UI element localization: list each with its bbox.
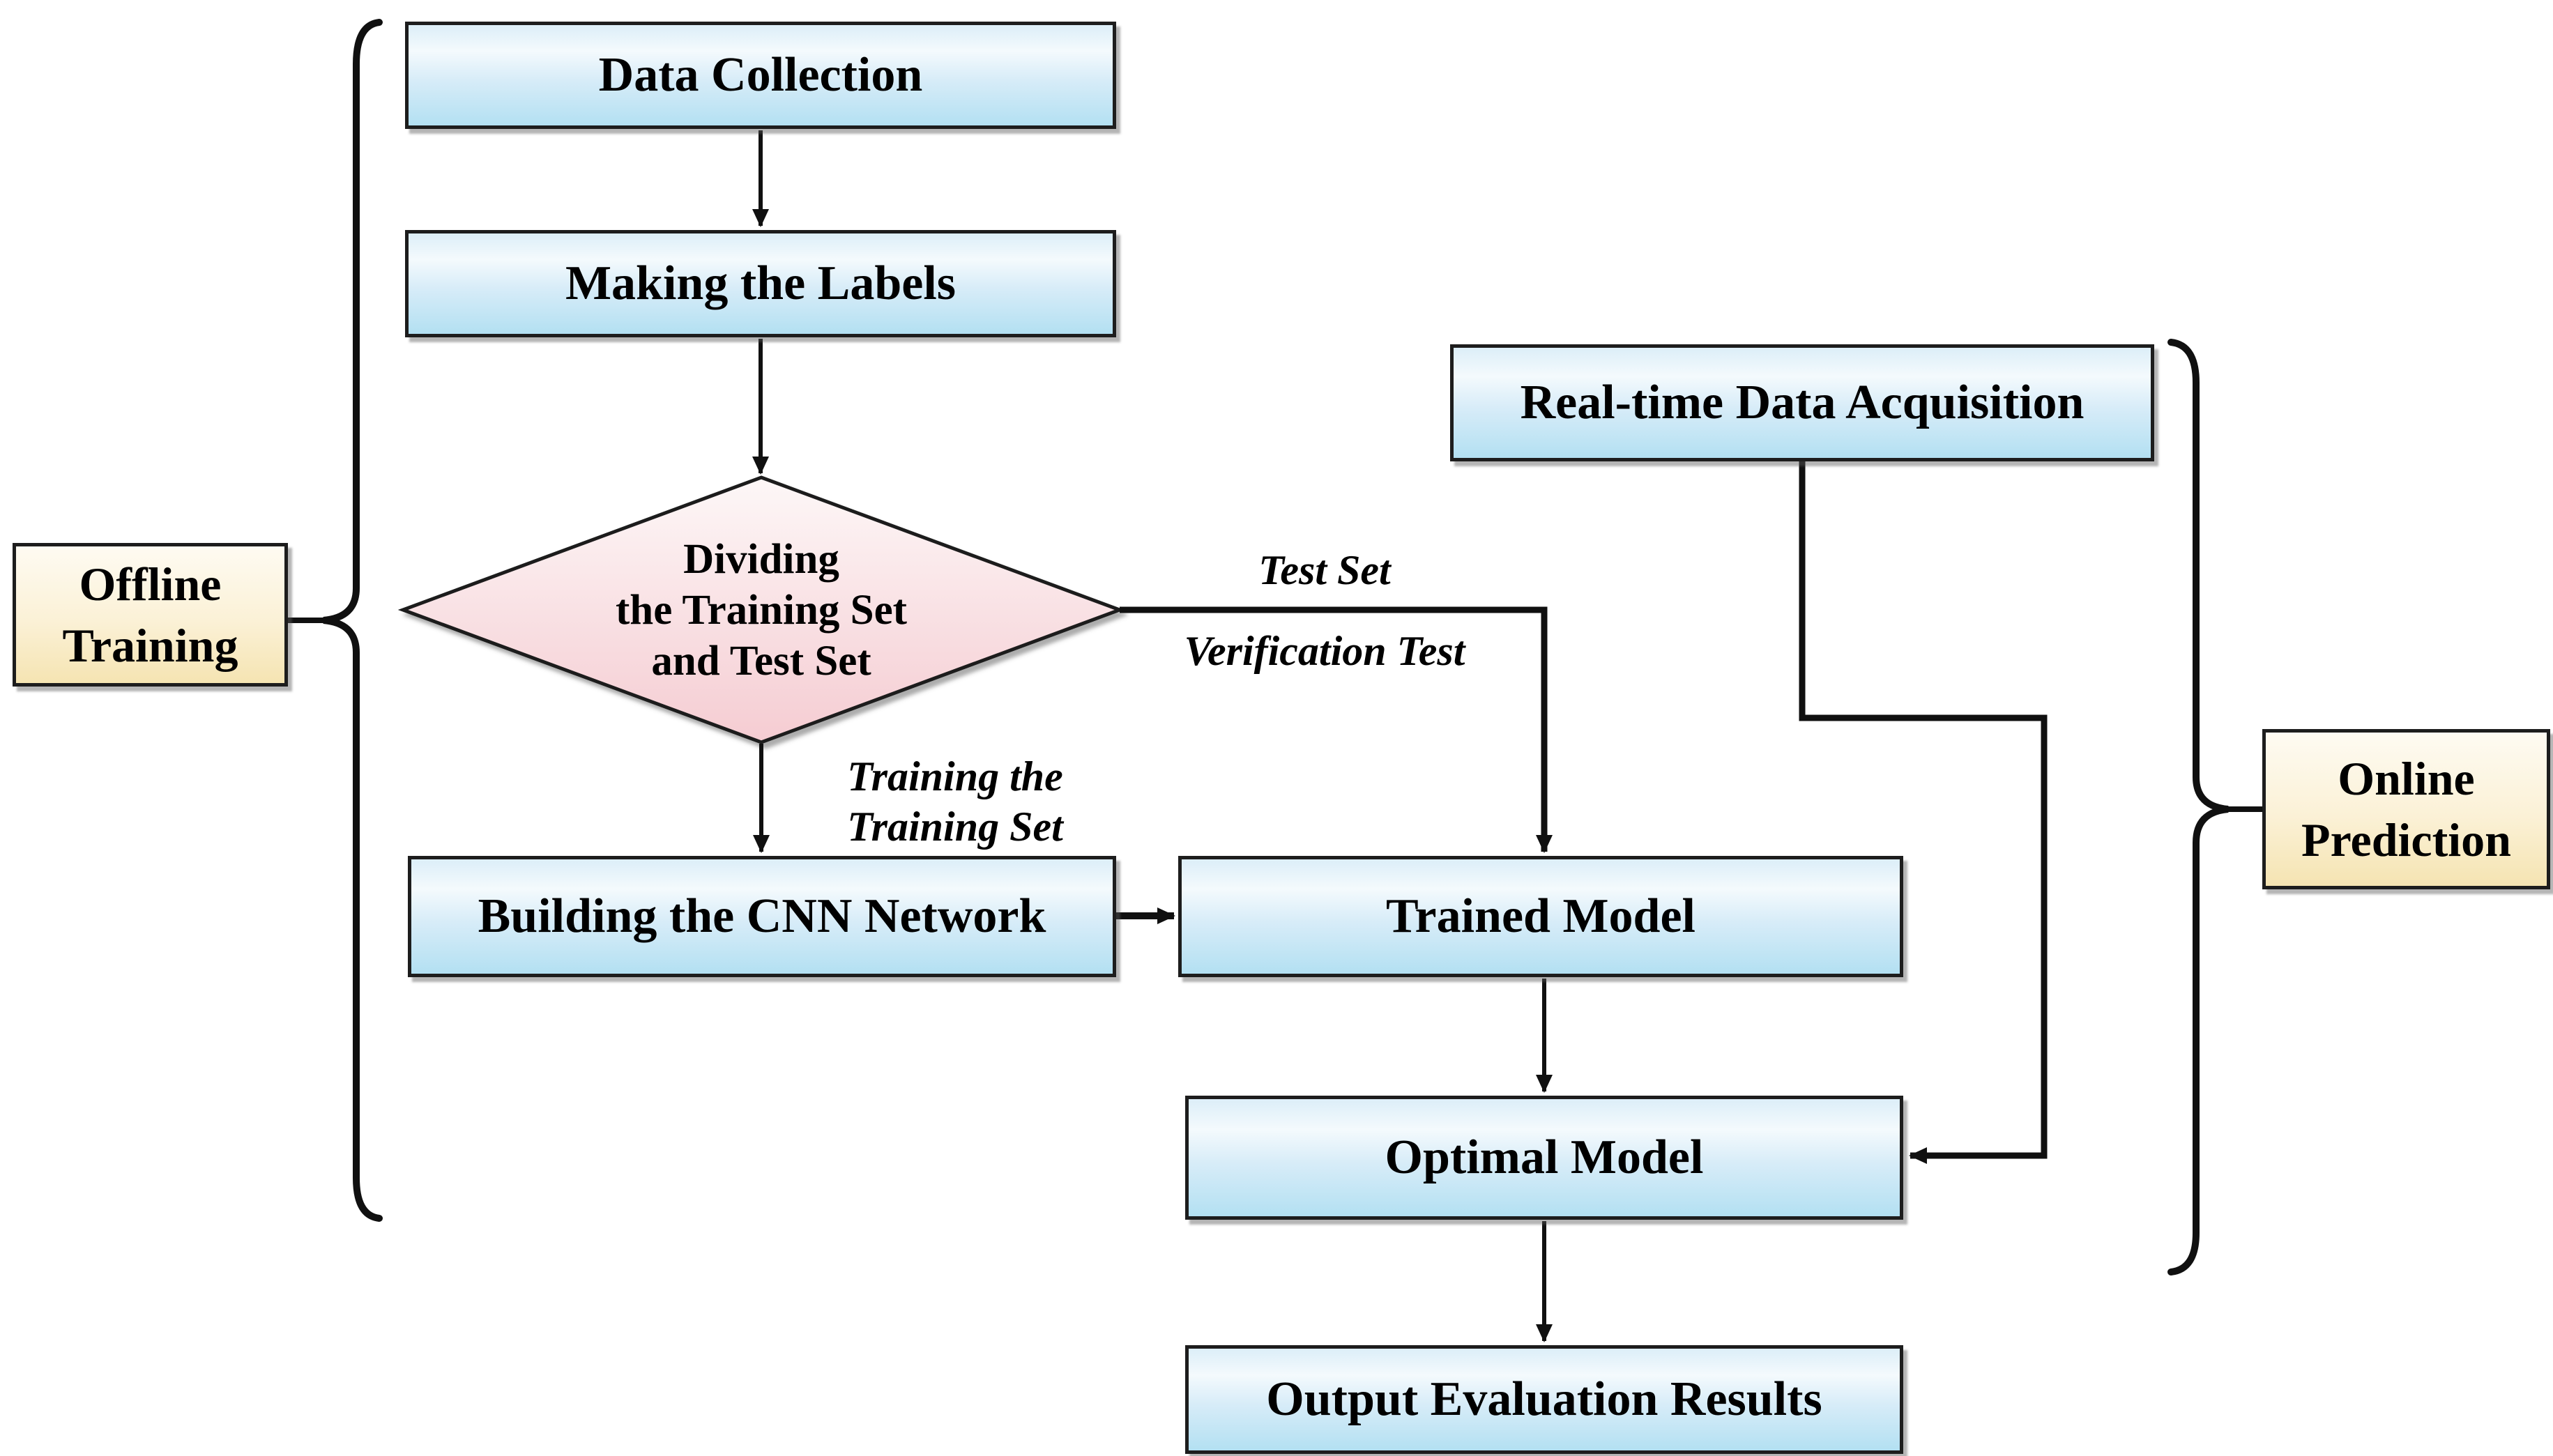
group-label-online-prediction: Online Prediction [2262, 729, 2550, 889]
node-optimal-model: Optimal Model [1185, 1096, 1903, 1220]
node-output-results: Output Evaluation Results [1185, 1345, 1903, 1454]
offline-brace [323, 19, 383, 1222]
online-brace [2167, 339, 2229, 1275]
node-making-labels-label: Making the Labels [565, 256, 957, 310]
group-label-offline-training-text: Offline Training [62, 558, 238, 672]
decision-diamond-label: Dividing the Training Set and Test Set [615, 536, 907, 684]
node-output-results-label: Output Evaluation Results [1266, 1372, 1822, 1426]
edge-label-test-set: Test Set Verification Test [1184, 547, 1465, 674]
node-data-collection: Data Collection [405, 22, 1116, 129]
group-label-online-prediction-text: Online Prediction [2301, 752, 2511, 866]
arrow-dividing-to-trained-model [1120, 606, 1553, 853]
node-trained-model-label: Trained Model [1386, 889, 1695, 943]
node-trained-model: Trained Model [1178, 856, 1903, 977]
node-building-cnn-label: Building the CNN Network [478, 889, 1046, 943]
group-label-offline-training: Offline Training [13, 543, 288, 687]
node-building-cnn: Building the CNN Network [408, 856, 1116, 977]
node-realtime-acquisition: Real-time Data Acquisition [1450, 344, 2154, 461]
decision-diamond [397, 475, 1125, 744]
node-making-labels: Making the Labels [405, 230, 1116, 337]
node-optimal-model-label: Optimal Model [1385, 1131, 1704, 1184]
node-data-collection-label: Data Collection [598, 48, 923, 102]
edge-label-training-set: Training the Training Set [847, 753, 1063, 850]
node-realtime-acquisition-label: Real-time Data Acquisition [1520, 376, 2085, 429]
arrow-realtime-to-optimal-model [1799, 461, 2048, 1164]
